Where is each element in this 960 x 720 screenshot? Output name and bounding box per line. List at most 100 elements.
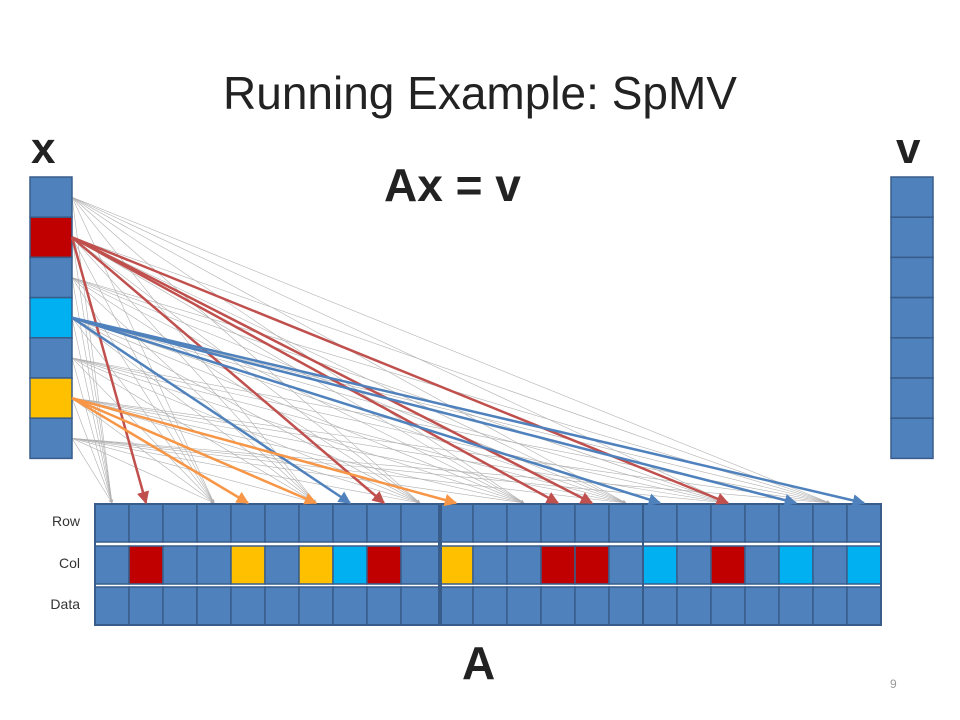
matrix-data-cell <box>230 586 266 626</box>
matrix-group-outline <box>642 503 882 626</box>
matrix-data-cell <box>506 586 542 626</box>
matrix-row-cell <box>332 503 368 543</box>
matrix-row-cell <box>812 503 848 543</box>
blue-gather-arrow <box>71 316 866 507</box>
gather-line <box>71 317 525 504</box>
row-label-data: Data <box>50 596 80 612</box>
matrix-row-cell <box>128 503 164 543</box>
orange-gather-arrow <box>71 397 250 505</box>
gather-line <box>71 397 627 505</box>
gather-line <box>71 277 317 504</box>
gather-line <box>71 277 729 504</box>
matrix-row-cell <box>230 503 266 543</box>
matrix-row-cell <box>540 503 576 543</box>
matrix-data-cell <box>264 586 300 626</box>
vector-x-cell <box>29 337 73 379</box>
red-gather-arrow <box>71 236 385 504</box>
matrix-row-cell <box>162 503 198 543</box>
gather-line <box>71 277 627 504</box>
matrix-data-cell <box>332 586 368 626</box>
matrix-col-cell <box>264 545 300 585</box>
matrix-row-cell <box>94 503 130 543</box>
matrix-row-cell <box>400 503 440 543</box>
gather-line <box>71 277 215 504</box>
gather-line <box>71 357 627 504</box>
matrix-col-cell <box>676 545 712 585</box>
matrix-data-cell <box>744 586 780 626</box>
matrix-data-cell <box>298 586 334 626</box>
vector-x-label: x <box>31 124 56 173</box>
vector-x-cell <box>29 296 73 339</box>
vector-v-cell <box>890 176 934 218</box>
matrix-col-cell <box>230 545 266 585</box>
matrix-row-cell <box>438 503 474 543</box>
gather-line <box>71 196 729 504</box>
row-label-row: Row <box>51 513 80 529</box>
matrix-col-cell <box>196 545 232 585</box>
matrix-col-cell <box>298 545 334 585</box>
matrix-row-cell <box>642 503 678 543</box>
gather-line <box>71 438 421 505</box>
vector-x-cell <box>29 417 73 460</box>
vector-x-cell <box>29 256 73 299</box>
gather-line <box>71 237 831 504</box>
matrix-row-cell <box>710 503 746 543</box>
gather-line <box>71 277 114 504</box>
matrix-data-cell <box>366 586 402 626</box>
gather-line <box>71 438 729 505</box>
gather-line <box>71 196 421 504</box>
matrix-col-cell <box>506 545 542 585</box>
gather-line <box>71 237 114 504</box>
matrix-data-cell <box>438 586 474 626</box>
gather-line <box>71 397 215 504</box>
matrix-data-cell <box>540 586 576 626</box>
gather-line <box>71 438 215 504</box>
gather-line <box>71 277 525 504</box>
matrix-data-cell <box>196 586 232 626</box>
orange-gather-arrow <box>71 396 458 507</box>
gather-line <box>71 237 215 504</box>
matrix-data-cell <box>676 586 712 626</box>
matrix-col-cell <box>744 545 780 585</box>
vector-x-cell <box>29 176 73 218</box>
gather-line <box>71 397 525 505</box>
gather-line <box>71 317 317 504</box>
matrix-data-cell <box>846 586 882 626</box>
blue-gather-arrow <box>71 316 662 506</box>
matrix-a-label: A <box>462 637 496 689</box>
blue-gather-arrow <box>71 316 352 505</box>
matrix-row-cell <box>676 503 712 543</box>
vector-v-cell <box>890 216 934 259</box>
gather-line <box>71 237 627 504</box>
matrix-row-cell <box>608 503 644 543</box>
vector-v-cell <box>890 337 934 379</box>
gather-line <box>71 196 525 504</box>
matrix-col-cell <box>608 545 644 585</box>
red-gather-arrow <box>71 236 560 505</box>
matrix-row-cell <box>506 503 542 543</box>
matrix-col-cell <box>472 545 508 585</box>
vector-x-cell <box>29 216 73 259</box>
matrix-col-cell <box>162 545 198 585</box>
vector-v-cell <box>890 256 934 299</box>
gather-line <box>71 357 729 505</box>
matrix-data-cell <box>400 586 440 626</box>
matrix-row-cell <box>846 503 882 543</box>
slide-title: Running Example: SpMV <box>223 67 737 119</box>
gather-line <box>71 438 627 505</box>
matrix-row-cell <box>366 503 402 543</box>
gather-line <box>71 438 525 505</box>
matrix-data-cell <box>642 586 678 626</box>
row-label-col: Col <box>58 555 80 571</box>
matrix-col-cell <box>710 545 746 585</box>
matrix-col-cell <box>574 545 610 585</box>
matrix-data-cell <box>128 586 164 626</box>
gather-line <box>71 357 421 504</box>
gather-line <box>71 357 215 504</box>
vector-v-cell <box>890 417 934 460</box>
gather-line <box>71 317 215 504</box>
matrix-data-cell <box>574 586 610 626</box>
vector-v-label: v <box>896 124 921 173</box>
orange-gather-arrow <box>71 396 318 505</box>
